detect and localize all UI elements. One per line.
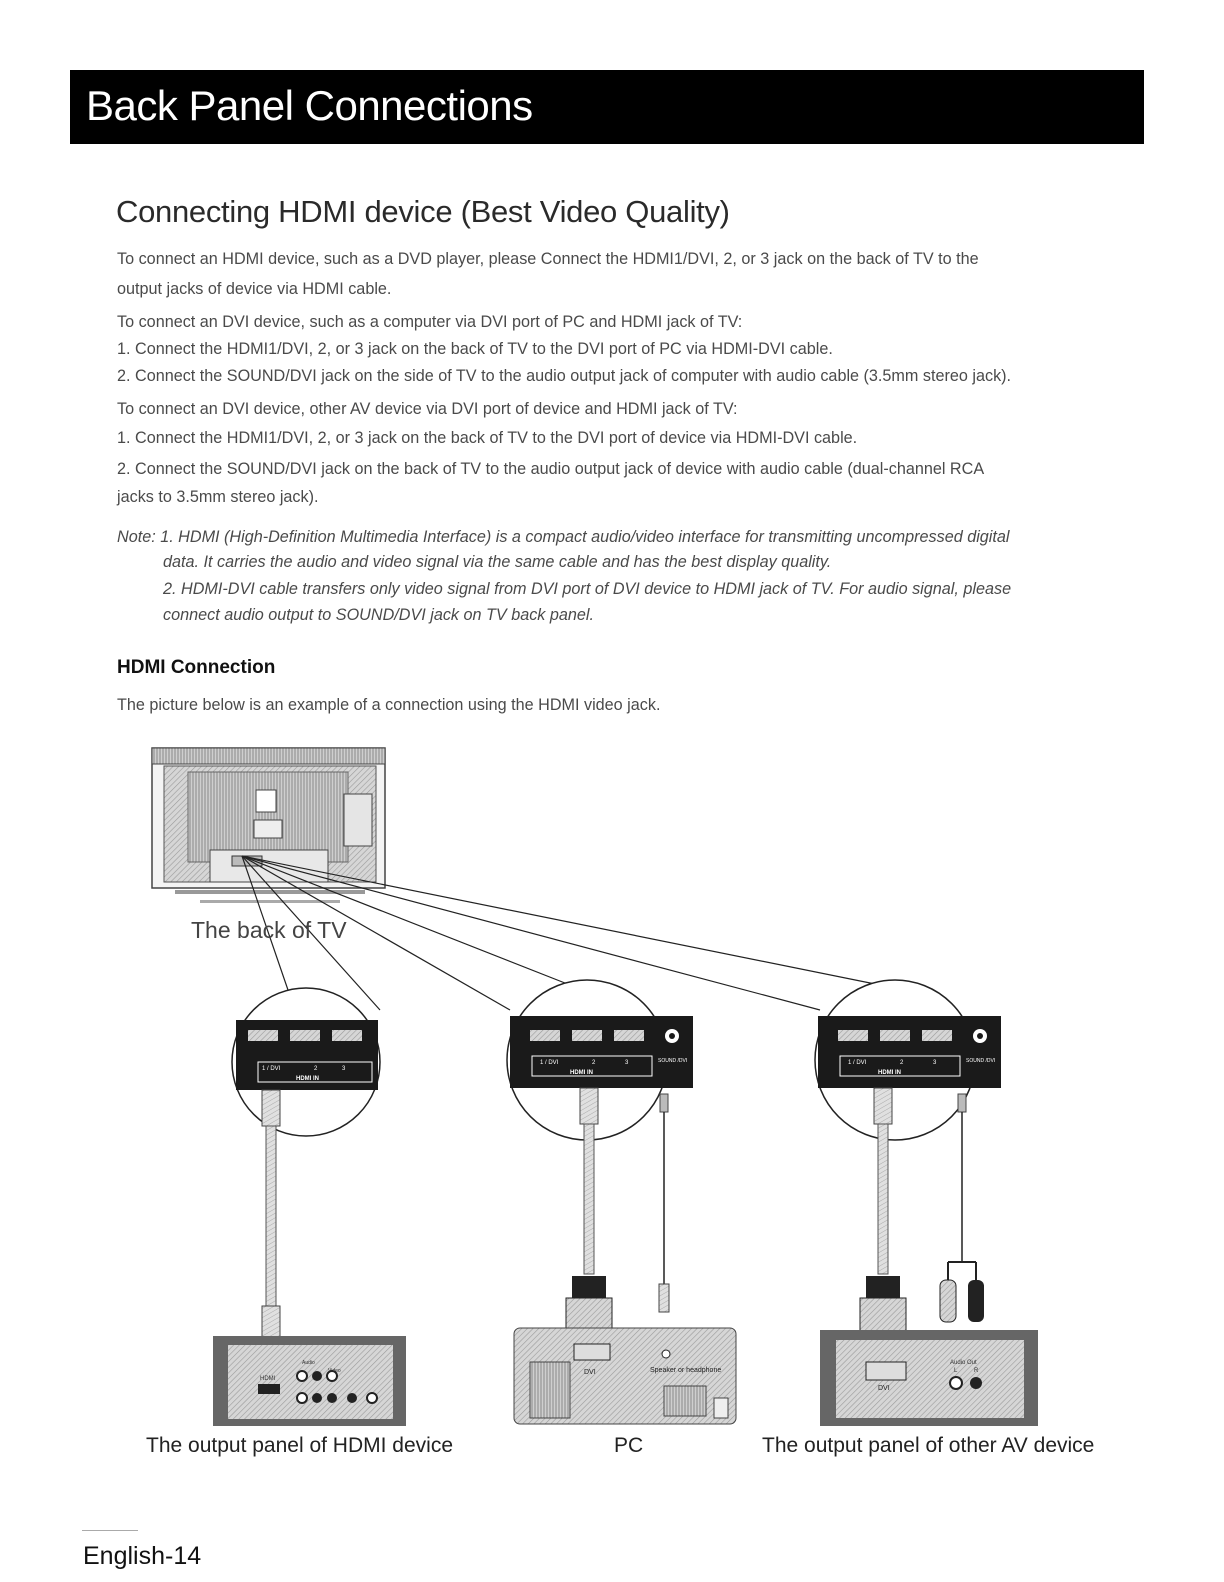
hdmi-dvi-cable-av (859, 1087, 984, 1333)
caption-pc: PC (614, 1434, 644, 1457)
port-label-hdmi1: 1 / DVI (262, 1066, 281, 1072)
callout-hdmi-device: 1 / DVI 2 3 HDMI IN (231, 987, 381, 1137)
port-label-hdmi3: 3 (933, 1060, 937, 1066)
paragraph: 1. Connect the HDMI1/DVI, 2, or 3 jack o… (117, 340, 833, 358)
paragraph: 1. Connect the HDMI1/DVI, 2, or 3 jack o… (117, 429, 858, 447)
cable-lines (241, 855, 881, 1011)
paragraph: output jacks of device via HDMI cable. (117, 280, 392, 298)
caption-av-device: The output panel of other AV device (762, 1434, 1095, 1457)
note-line: 2. HDMI-DVI cable transfers only video s… (163, 580, 1012, 598)
port-label-hdmi1: 1 / DVI (540, 1060, 559, 1066)
port-label-hdmi2: 2 (592, 1060, 596, 1066)
paragraph: jacks to 3.5mm stereo jack). (117, 488, 319, 506)
tv-back-illustration (151, 747, 386, 903)
av-audio-left-label: L (954, 1368, 958, 1374)
av-audio-out-label: Audio Out (950, 1360, 977, 1366)
section-title: Connecting HDMI device (Best Video Quali… (116, 194, 730, 229)
page-title-bar: Back Panel Connections (70, 70, 1144, 144)
pc-dvi-label: DVI (584, 1369, 596, 1376)
paragraph: To connect an HDMI device, such as a DVD… (117, 250, 979, 268)
note-line: connect audio output to SOUND/DVI jack o… (163, 606, 595, 624)
page-title: Back Panel Connections (86, 82, 533, 129)
paragraph: To connect an DVI device, such as a comp… (117, 313, 743, 331)
port-label-hdmi1: 1 / DVI (848, 1060, 867, 1066)
port-label-hdmi3: 3 (342, 1066, 346, 1072)
caption-hdmi-device: The output panel of HDMI device (146, 1434, 454, 1457)
hdmi-port-label: HDMI (260, 1376, 276, 1382)
paragraph: 2. Connect the SOUND/DVI jack on the bac… (117, 460, 985, 478)
paragraph: To connect an DVI device, other AV devic… (117, 400, 738, 418)
paragraph: 2. Connect the SOUND/DVI jack on the sid… (117, 367, 1012, 385)
port-label-hdmi2: 2 (900, 1060, 904, 1066)
port-label-hdmi-in: HDMI IN (296, 1076, 319, 1082)
note-line: data. It carries the audio and video sig… (163, 553, 832, 571)
pc-panel: DVI Speaker or headphone (513, 1327, 737, 1425)
port-label-hdmi2: 2 (314, 1066, 318, 1072)
audio-port-label: Audio (302, 1360, 315, 1366)
port-label-hdmi3: 3 (625, 1060, 629, 1066)
av-audio-right-label: R (974, 1368, 979, 1374)
port-label-hdmi-in: HDMI IN (878, 1070, 901, 1076)
pc-speaker-label: Speaker or headphone (650, 1367, 721, 1374)
callout-av-device: 1 / DVI 2 3 HDMI IN SOUND /DVI (814, 979, 1001, 1141)
hdmi-cable-1 (261, 1089, 281, 1343)
port-label-hdmi-in: HDMI IN (570, 1070, 593, 1076)
page-number: English-14 (83, 1542, 202, 1570)
tv-back-label: The back of TV (191, 917, 347, 943)
hdmi-device-panel: HDMI Audio Video (213, 1336, 406, 1426)
note-line: Note: 1. HDMI (High-Definition Multimedi… (117, 528, 1010, 546)
port-label-sound-dvi: SOUND /DVI (658, 1058, 687, 1064)
av-device-panel: DVI Audio Out L R (820, 1330, 1038, 1426)
port-label-sound-dvi: SOUND /DVI (966, 1058, 995, 1064)
callout-pc: 1 / DVI 2 3 HDMI IN SOUND /DVI (506, 979, 693, 1141)
hdmi-connection-description: The picture below is an example of a con… (117, 696, 661, 714)
hdmi-connection-heading: HDMI Connection (117, 657, 276, 678)
footer-divider (82, 1530, 138, 1531)
av-dvi-label: DVI (878, 1385, 890, 1392)
